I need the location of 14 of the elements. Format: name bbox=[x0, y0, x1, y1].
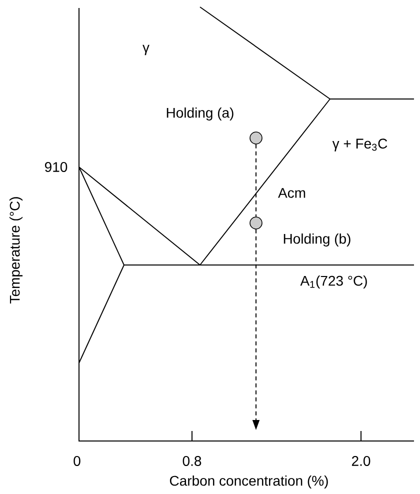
tick-label: 0 bbox=[74, 456, 80, 466]
phase-label: γ + Fe$_{3}$C bbox=[332, 138, 388, 152]
point-label: Holding (a) bbox=[166, 107, 234, 121]
holding-point bbox=[250, 132, 262, 144]
tick-label: 2.0 bbox=[352, 456, 370, 466]
point-label: Holding (b) bbox=[284, 233, 350, 247]
axis-title: Temperature (°C) bbox=[9, 197, 23, 304]
line-label: Acm bbox=[278, 188, 306, 198]
phase-label: γ bbox=[142, 44, 150, 56]
line-label: A$_{1}$(723 °C) bbox=[300, 275, 367, 289]
tick-label: 0.8 bbox=[182, 456, 202, 466]
tick-label: 910 bbox=[44, 162, 68, 172]
axis-title: Carbon concentration (%) bbox=[170, 475, 328, 489]
holding-point bbox=[250, 216, 262, 230]
